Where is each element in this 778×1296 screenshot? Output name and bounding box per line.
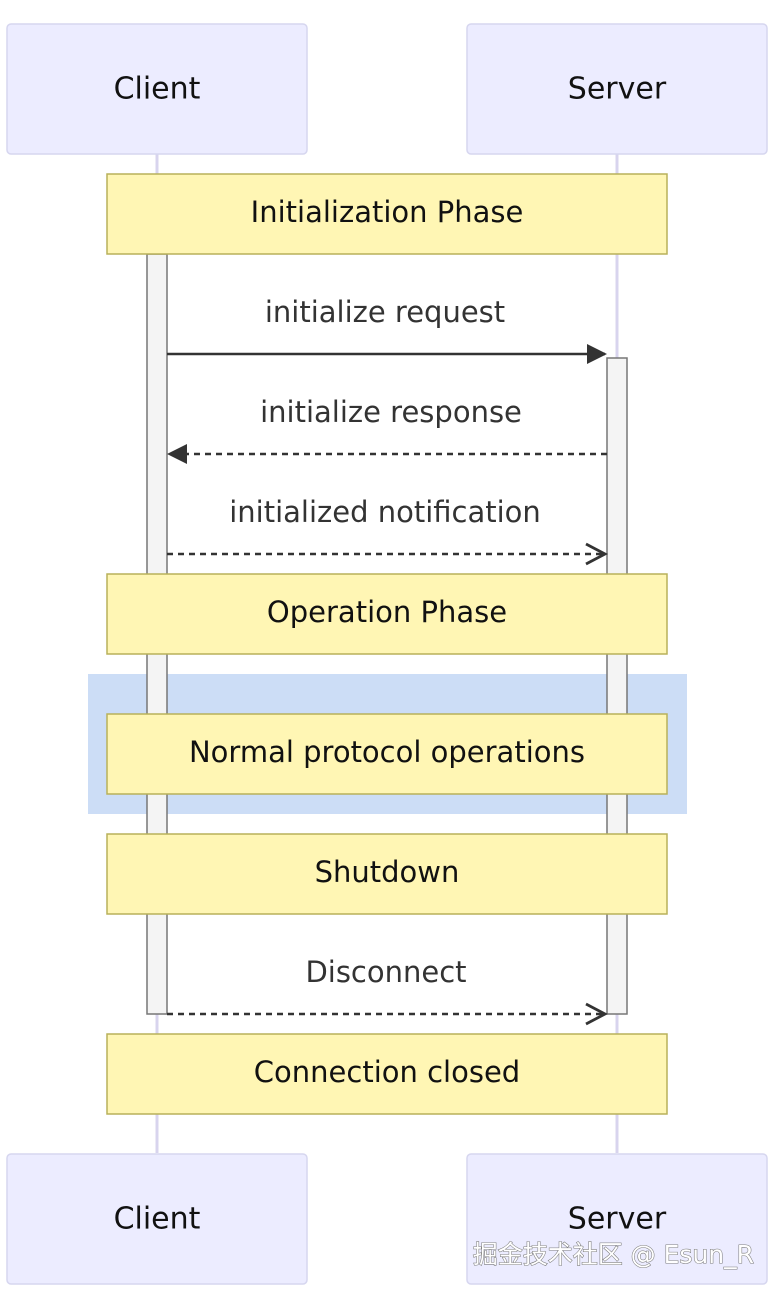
note-normal-box	[106, 713, 668, 795]
note-normal-label: Normal protocol operations	[189, 735, 585, 769]
server-actor-bottom: Server	[466, 1153, 768, 1285]
server-actor-box-top	[466, 23, 768, 155]
server-actor-box-bottom	[466, 1153, 768, 1285]
message-initialize-request-label: initialize request	[265, 295, 505, 329]
client-actor-label-bottom: Client	[114, 1202, 201, 1237]
note-shutdown: Shutdown	[106, 833, 668, 915]
note-normal: Normal protocol operations	[106, 713, 668, 795]
message-initialize-response: initialize response	[167, 395, 607, 464]
note-shutdown-label: Shutdown	[315, 855, 460, 889]
client-actor-box-top	[6, 23, 308, 155]
note-initialization-box	[106, 173, 668, 255]
message-disconnect-label: Disconnect	[305, 955, 466, 989]
message-initialize-response-label: initialize response	[260, 395, 522, 429]
note-shutdown-box	[106, 833, 668, 915]
message-initialized-notification: initialized notification	[167, 495, 609, 566]
watermark-text: 掘金技术社区 @ Esun_R	[473, 1240, 754, 1269]
note-operation: Operation Phase	[106, 573, 668, 655]
client-actor-label-top: Client	[114, 72, 201, 107]
message-disconnect: Disconnect	[167, 955, 609, 1026]
note-closed-label: Connection closed	[254, 1055, 520, 1089]
client-actor-bottom: Client	[6, 1153, 308, 1285]
note-operation-box	[106, 573, 668, 655]
server-actor-top: Server	[466, 23, 768, 155]
note-closed: Connection closed	[106, 1033, 668, 1115]
server-actor-label-top: Server	[568, 72, 667, 107]
server-actor-label-bottom: Server	[568, 1202, 667, 1237]
note-initialization-label: Initialization Phase	[251, 195, 524, 229]
note-operation-label: Operation Phase	[267, 595, 507, 629]
client-actor-top: Client	[6, 23, 308, 155]
server-activation-bar	[606, 357, 628, 1015]
note-closed-box	[106, 1033, 668, 1115]
client-actor-box-bottom	[6, 1153, 308, 1285]
message-initialize-request: initialize request	[167, 295, 607, 364]
message-initialized-notification-label: initialized notification	[229, 495, 541, 529]
note-initialization: Initialization Phase	[106, 173, 668, 255]
